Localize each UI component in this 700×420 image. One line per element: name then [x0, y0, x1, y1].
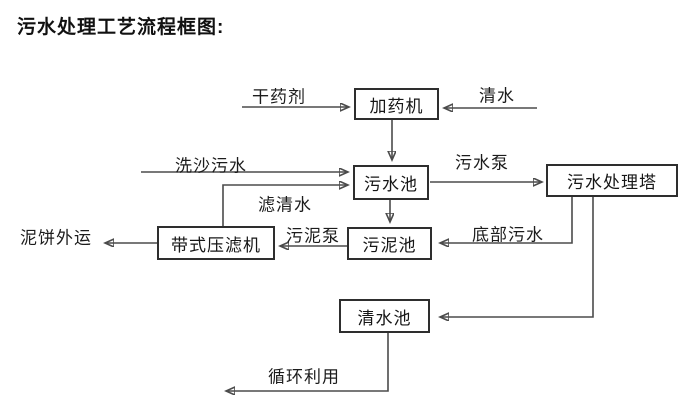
page-title: 污水处理工艺流程框图: — [17, 17, 225, 38]
edge-label-recycle-use: 循环利用 — [268, 367, 340, 387]
edge-filtered-water-arrow — [222, 185, 347, 226]
edge-bottom-sewage-arrow — [441, 197, 573, 243]
edge-label-dry-agent: 干药剂 — [252, 87, 306, 107]
node-sewage-treatment-tower: 污水处理塔 — [546, 164, 678, 197]
edge-label-sand-washing-sewage: 洗沙污水 — [175, 156, 247, 176]
edge-label-sludge-pump: 污泥泵 — [286, 226, 340, 246]
node-sludge-pool: 污泥池 — [347, 227, 432, 260]
edge-label-filtered-water: 滤清水 — [258, 195, 312, 215]
edge-label-bottom-sewage: 底部污水 — [472, 225, 544, 245]
edge-label-mud-cake-out: 泥饼外运 — [20, 228, 92, 248]
node-sewage-pool: 污水池 — [353, 165, 429, 200]
edge-label-clean-water: 清水 — [479, 86, 515, 106]
edge-label-sewage-pump: 污水泵 — [455, 153, 509, 173]
node-belt-filter-press: 带式压滤机 — [157, 226, 275, 260]
node-clean-water-pool: 清水池 — [339, 299, 430, 333]
edge-tower-to-clean-arrow — [441, 197, 594, 317]
edge-recycle-arrow — [227, 333, 389, 391]
node-dosing-machine: 加药机 — [354, 88, 439, 120]
